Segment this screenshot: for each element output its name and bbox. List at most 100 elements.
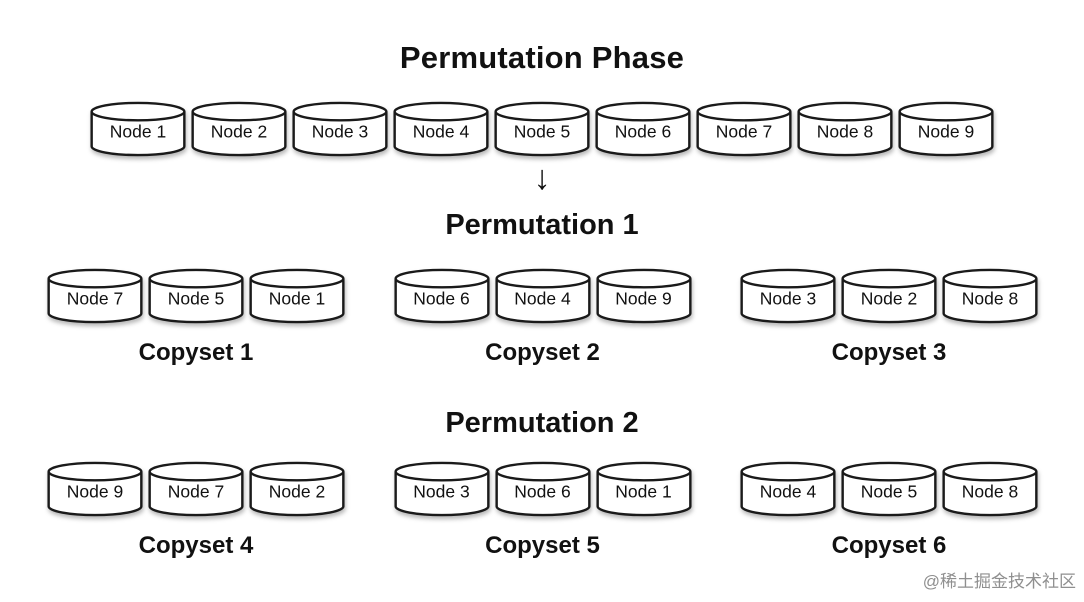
node-label: Node 6 [514,481,571,502]
database-cylinder-icon [47,268,143,324]
node-cylinder: Node 6 [494,461,592,517]
database-cylinder-icon [393,268,490,324]
copyset-3-label: Copyset 3 [831,339,947,366]
copyset-group-1: Node 7 Node 5 Node 1 Copyset 1 [45,268,347,367]
node-label: Node 5 [860,481,918,502]
database-cylinder-icon [90,101,186,157]
node-label: Node 9 [615,288,672,309]
node-label: Node 1 [109,121,167,142]
node-label: Node 4 [759,481,817,502]
copyset-group-3: Node 3 Node 2 Node 8 Copyset 3 [738,268,1040,367]
node-cylinder: Node 9 [46,461,144,517]
database-cylinder-icon [740,461,836,517]
node-cylinder: Node 5 [493,101,591,157]
node-cylinder: Node 3 [291,101,389,157]
node-cylinder: Node 8 [796,101,894,157]
database-cylinder-icon [148,268,244,324]
database-cylinder-icon [841,268,937,324]
node-label: Node 7 [715,121,773,142]
node-cylinder: Node 2 [190,101,288,157]
watermark-text: @稀土掘金技术社区 [922,572,1076,591]
database-cylinder-icon [191,101,287,157]
copyset-5-label: Copyset 5 [485,532,600,559]
copyset-6-label: Copyset 6 [831,532,947,559]
database-cylinder-icon [494,461,591,517]
node-label: Node 2 [860,288,918,309]
node-cylinder: Node 3 [393,461,491,517]
database-cylinder-icon [841,461,937,517]
node-label: Node 8 [961,481,1019,502]
node-label: Node 5 [513,121,571,142]
permutation-1-row: Node 7 Node 5 Node 1 Copyset 1 Node 6 [0,268,1084,367]
node-label: Node 2 [268,481,326,502]
copyset-cylinders: Node 7 Node 5 Node 1 [45,268,347,324]
node-cylinder: Node 4 [739,461,837,517]
database-cylinder-icon [249,268,345,324]
database-cylinder-icon [942,268,1038,324]
node-cylinder: Node 5 [840,461,938,517]
node-cylinder: Node 9 [595,268,693,324]
node-label: Node 6 [413,288,470,309]
node-label: Node 7 [66,288,124,309]
node-label: Node 3 [413,481,470,502]
node-label: Node 4 [514,288,571,309]
node-cylinder: Node 6 [594,101,692,157]
copyset-group-2: Node 6 Node 4 Node 9 Copyset 2 [392,268,694,367]
down-arrow-icon: ↓ [533,159,551,197]
copyset-group-4: Node 9 Node 7 Node 2 Copyset 4 [45,461,347,560]
node-label: Node 9 [66,481,124,502]
node-cylinder: Node 3 [739,268,837,324]
database-cylinder-icon [494,268,591,324]
permutation-2-heading: Permutation 2 [445,407,639,439]
copyset-cylinders: Node 9 Node 7 Node 2 [45,461,347,517]
node-cylinder: Node 1 [248,268,346,324]
database-cylinder-icon [740,268,836,324]
node-cylinder: Node 4 [392,101,490,157]
database-cylinder-icon [942,461,1038,517]
node-label: Node 8 [816,121,874,142]
node-label: Node 8 [961,288,1019,309]
database-cylinder-icon [595,461,692,517]
node-cylinder: Node 4 [494,268,592,324]
database-cylinder-icon [292,101,388,157]
diagram-title: Permutation Phase [399,40,685,75]
node-cylinder: Node 1 [595,461,693,517]
node-label: Node 9 [917,121,975,142]
database-cylinder-icon [249,461,345,517]
database-cylinder-icon [898,101,994,157]
node-cylinder: Node 9 [897,101,995,157]
node-cylinder: Node 5 [147,268,245,324]
copyset-cylinders: Node 6 Node 4 Node 9 [392,268,694,324]
node-label: Node 6 [614,121,672,142]
permutation-2-row: Node 9 Node 7 Node 2 Copyset 4 Node 3 [0,461,1084,560]
copyset-cylinders: Node 3 Node 6 Node 1 [392,461,694,517]
node-cylinder: Node 7 [147,461,245,517]
database-cylinder-icon [494,101,590,157]
database-cylinder-icon [148,461,244,517]
database-cylinder-icon [393,101,489,157]
copyset-group-6: Node 4 Node 5 Node 8 Copyset 6 [738,461,1040,560]
node-label: Node 3 [311,121,369,142]
node-cylinder: Node 2 [248,461,346,517]
node-cylinder: Node 6 [393,268,491,324]
node-label: Node 3 [759,288,817,309]
node-label: Node 1 [268,288,326,309]
copyset-cylinders: Node 3 Node 2 Node 8 [738,268,1040,324]
node-cylinder: Node 8 [941,461,1039,517]
node-label: Node 1 [615,481,672,502]
copyset-4-label: Copyset 4 [138,532,254,559]
database-cylinder-icon [47,461,143,517]
database-cylinder-icon [393,461,490,517]
permutation-1-heading: Permutation 1 [445,209,639,241]
copyset-group-5: Node 3 Node 6 Node 1 Copyset 5 [392,461,694,560]
node-pool-row: Node 1 Node 2 Node 3 Node 4 Node 5 Node … [0,101,1084,157]
node-cylinder: Node 2 [840,268,938,324]
copyset-2-label: Copyset 2 [485,339,600,366]
node-cylinder: Node 8 [941,268,1039,324]
copyset-cylinders: Node 4 Node 5 Node 8 [738,461,1040,517]
copyset-1-label: Copyset 1 [138,339,254,366]
node-cylinder: Node 7 [46,268,144,324]
node-cylinder: Node 1 [89,101,187,157]
node-label: Node 7 [167,481,225,502]
